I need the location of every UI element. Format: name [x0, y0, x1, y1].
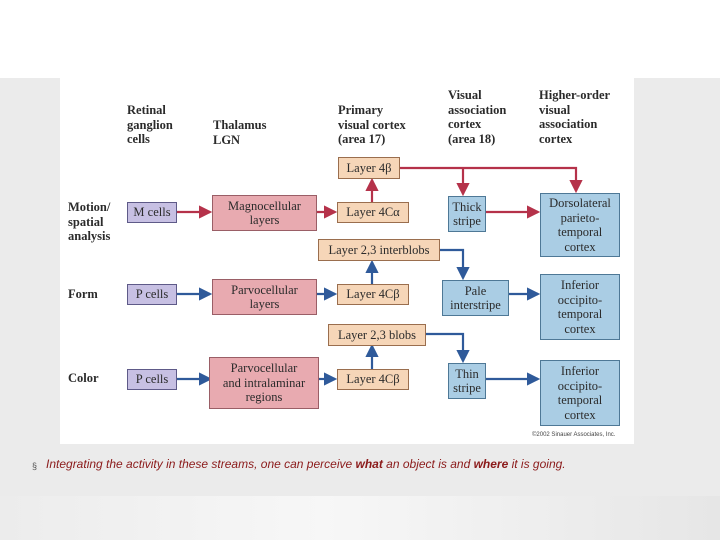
box-layer-4c-beta-color: Layer 4Cβ [337, 369, 409, 390]
box-p-cells-color: P cells [127, 369, 177, 390]
box-magnocellular-layers: Magnocellular layers [212, 195, 317, 231]
box-dorsolateral-parietotemporal-cortex: Dorsolateral parieto- temporal cortex [540, 193, 620, 257]
box-thick-stripe: Thick stripe [448, 196, 486, 232]
box-pale-interstripe: Pale interstripe [442, 280, 509, 316]
row-label-form: Form [68, 287, 98, 301]
box-layer-4b: Layer 4β [338, 157, 400, 179]
caption-bullet-icon: § [32, 461, 38, 471]
header-primary-visual-cortex: Primary visual cortex (area 17) [338, 103, 406, 146]
box-layer-4c-alpha: Layer 4Cα [337, 202, 409, 223]
caption-text-1: Integrating the activity in these stream… [46, 457, 356, 471]
box-m-cells: M cells [127, 202, 177, 223]
caption-emphasis-where: where [473, 457, 509, 471]
box-parvocellular-intralaminar-regions: Parvocellular and intralaminar regions [209, 357, 319, 409]
header-higher-order-association-cortex: Higher-order visual association cortex [539, 88, 611, 146]
arrow-blobs-to-thin [426, 332, 470, 364]
header-visual-association-cortex: Visual association cortex (area 18) [448, 88, 507, 146]
box-inferior-occipitotemporal-cortex-color: Inferior occipito- temporal cortex [540, 360, 620, 426]
box-layer-4c-beta-form: Layer 4Cβ [337, 284, 409, 305]
header-retinal-ganglion-cells: Retinal ganglion cells [127, 103, 173, 146]
caption-text-2: an object is and [382, 457, 474, 471]
pathway-arrows [177, 166, 583, 386]
box-layer-23-interblobs: Layer 2,3 interblobs [318, 239, 440, 261]
header-thalamus-lgn: Thalamus LGN [213, 118, 267, 147]
box-thin-stripe: Thin stripe [448, 363, 486, 399]
visual-pathways-figure: Retinal ganglion cells Thalamus LGN Prim… [60, 78, 634, 444]
box-layer-23-blobs: Layer 2,3 blobs [328, 324, 426, 346]
row-label-color: Color [68, 371, 99, 385]
caption-text-3: it is going. [508, 457, 566, 471]
copyright-notice: ©2002 Sinauer Associates, Inc. [532, 432, 616, 438]
arrow-interblobs-to-pale [440, 248, 470, 281]
arrow-4b-to-dorsolateral [400, 166, 583, 194]
box-inferior-occipitotemporal-cortex-form: Inferior occipito- temporal cortex [540, 274, 620, 340]
box-p-cells-form: P cells [127, 284, 177, 305]
box-parvocellular-layers: Parvocellular layers [212, 279, 317, 315]
caption-emphasis-what: what [355, 457, 383, 471]
row-label-motion: Motion/ spatial analysis [68, 200, 111, 243]
slide-footer-bar [0, 496, 720, 540]
slide-caption: Integrating the activity in these stream… [46, 457, 686, 471]
